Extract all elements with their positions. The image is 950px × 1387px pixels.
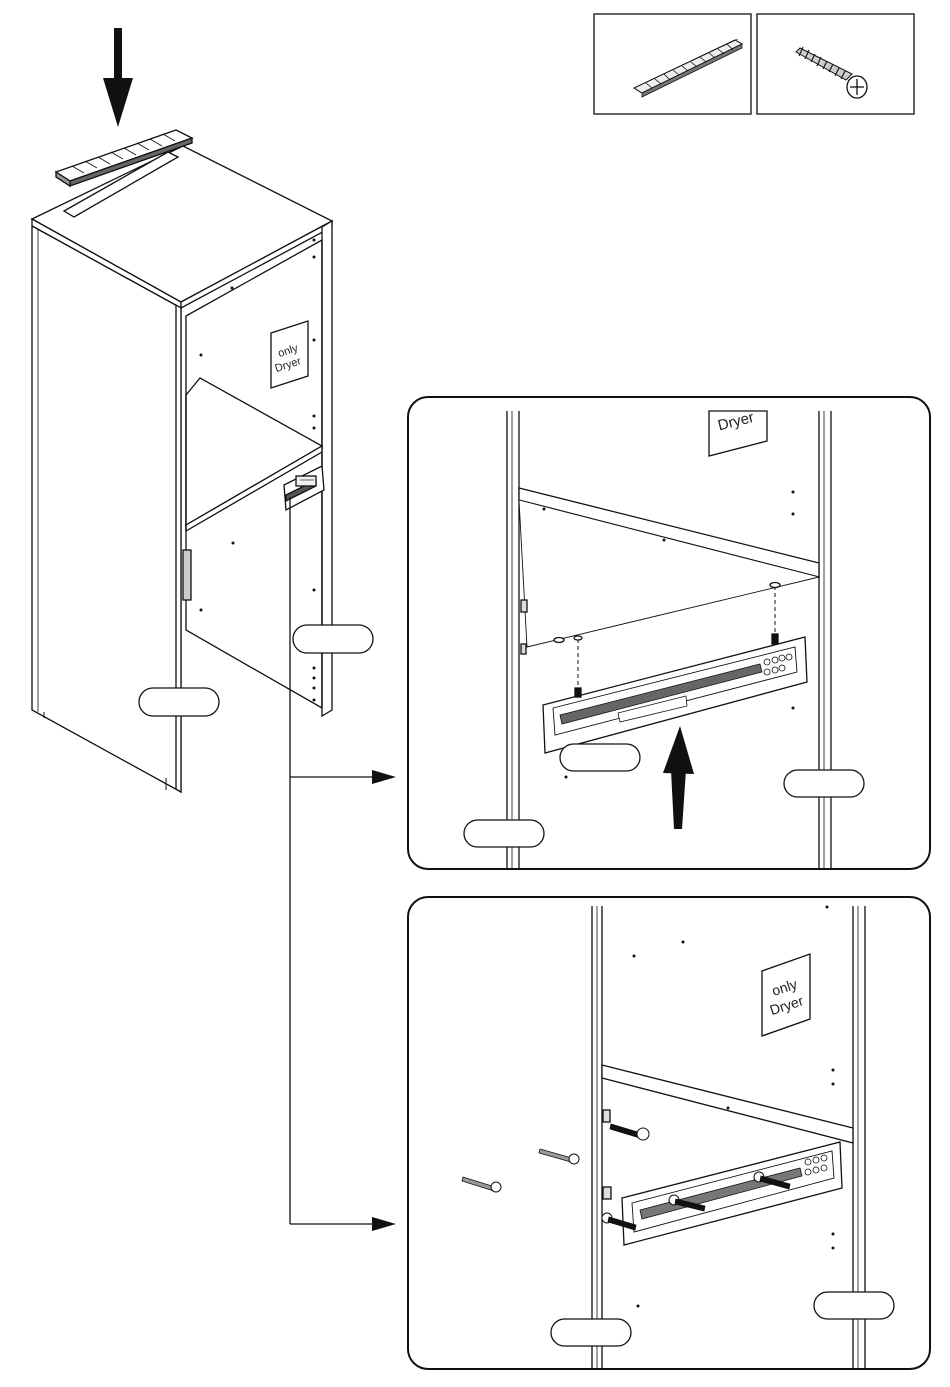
hinge-block [183,550,191,600]
callout-pill-d1-c [464,820,544,847]
callout-pill-d1-a [560,744,640,771]
cabinet [32,28,373,792]
callout-pill-right [293,625,373,653]
part-box-screw [757,14,914,114]
callout-pill-d2-a [814,1292,894,1319]
callout-pill-d2-b [551,1319,631,1346]
detail-panel-1 [408,397,930,869]
callout-pill-d1-b [784,770,864,797]
insert-arrow-down [103,28,133,127]
parts-panel [594,14,914,114]
part-box-vent [594,14,751,114]
callout-pill-left [139,688,219,716]
